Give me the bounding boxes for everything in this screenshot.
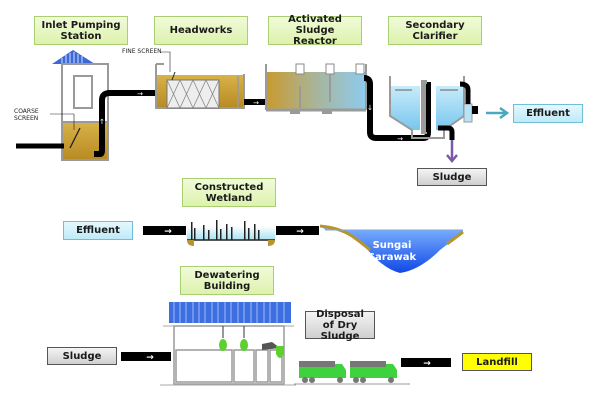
label-inlet-pumping-station: Inlet Pumping Station xyxy=(34,16,128,45)
constructed-wetland-bed xyxy=(187,220,275,246)
label-effluent-wetland: Effluent xyxy=(63,221,133,240)
svg-text:→: → xyxy=(137,90,143,98)
sludge-to-dewatering-arrow: → xyxy=(121,352,171,363)
river-label: Sungai xyxy=(373,240,412,251)
activated-sludge-reactor-tank xyxy=(265,63,367,114)
sludge-draw-pipe xyxy=(438,125,455,140)
annotation-coarse-screen: COARSE SCREEN xyxy=(14,108,39,122)
label-dewatering-building: Dewatering Building xyxy=(180,266,274,295)
pump-roof-icon xyxy=(52,50,95,64)
svg-text:→: → xyxy=(296,227,304,237)
dewatering-building xyxy=(160,302,296,386)
wetland-outflow-arrow: → xyxy=(276,226,319,237)
headworks-tank xyxy=(155,51,245,109)
svg-text:→: → xyxy=(397,135,403,143)
label-activated-sludge-reactor: Activated Sludge Reactor xyxy=(268,14,362,47)
svg-text:↓: ↓ xyxy=(367,104,373,112)
wetland-inflow-arrow: → xyxy=(143,226,186,237)
label-headworks: Headworks xyxy=(154,16,248,45)
svg-text:→: → xyxy=(423,359,431,369)
svg-text:→: → xyxy=(146,353,154,363)
label-constructed-wetland: Constructed Wetland xyxy=(182,178,276,207)
label-sludge-dewatering: Sludge xyxy=(47,347,117,365)
sludge-arrow xyxy=(446,140,458,163)
label-disposal-of-dry-sludge: Disposal of Dry Sludge xyxy=(305,309,375,342)
reactor-clarifier-pipe xyxy=(363,75,431,141)
label-secondary-clarifier: Secondary Clarifier xyxy=(388,16,482,45)
label-landfill: Landfill xyxy=(462,353,532,371)
truck-to-landfill-arrow: → xyxy=(401,358,451,369)
secondary-clarifier-tank xyxy=(389,76,478,139)
river-label-2: Sarawak xyxy=(368,252,417,263)
pump-riser-pipe xyxy=(94,90,158,157)
annotation-fine-screen: FINE SCREEN xyxy=(122,48,162,55)
river-sungai-sarawak xyxy=(319,224,464,273)
svg-text:↑: ↑ xyxy=(99,118,105,126)
svg-text:→: → xyxy=(253,99,259,107)
svg-text:→: → xyxy=(164,227,172,237)
label-sludge-top: Sludge xyxy=(417,168,487,186)
label-effluent-top: Effluent xyxy=(513,104,583,123)
effluent-arrow xyxy=(486,106,510,120)
dump-truck-icon xyxy=(350,361,397,383)
dump-truck-icon xyxy=(299,361,346,383)
